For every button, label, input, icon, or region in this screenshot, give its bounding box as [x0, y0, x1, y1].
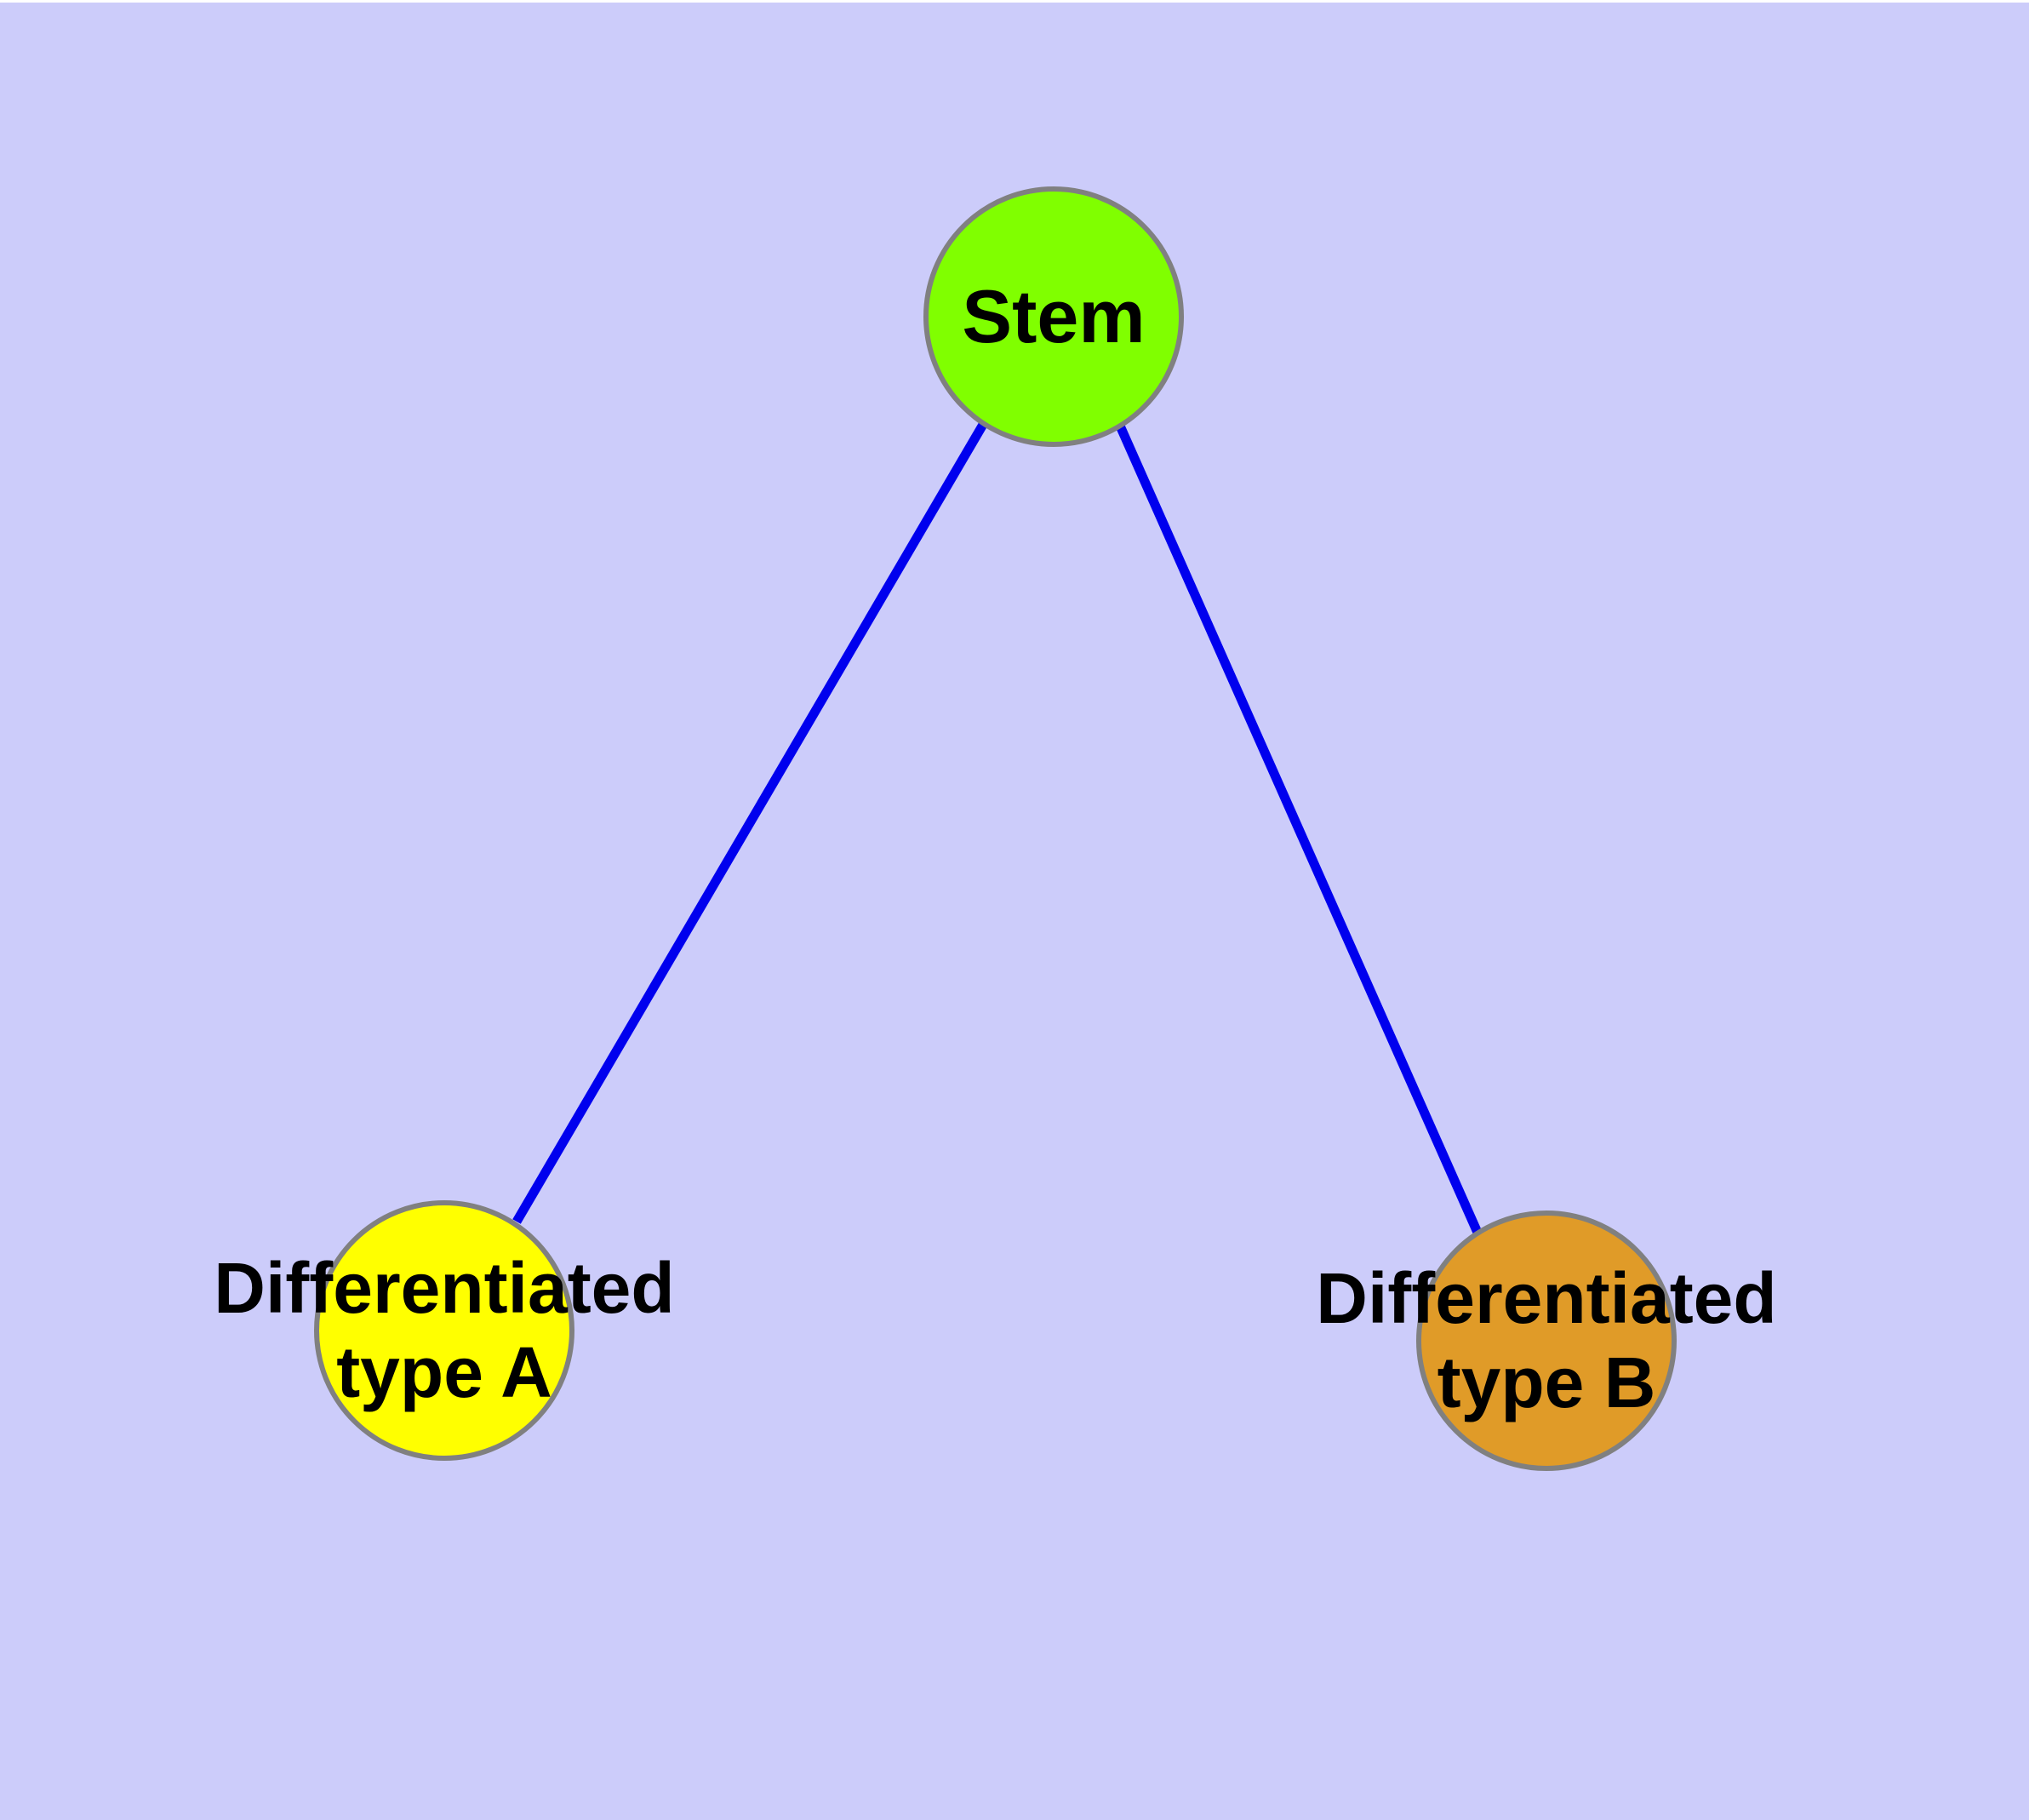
- node-label-line: Differentiated: [214, 1248, 674, 1328]
- node-label-line: Differentiated: [1316, 1258, 1776, 1338]
- node-circle-differentiated-type-a[interactable]: [314, 1200, 574, 1461]
- node-label-stem: Stem: [962, 274, 1145, 358]
- node-circle-stem[interactable]: [923, 186, 1184, 447]
- node-label-line: type B: [1437, 1342, 1656, 1422]
- node-layer: [314, 186, 1677, 1471]
- node-label-line: type A: [336, 1332, 552, 1412]
- edge-stem-to-differentiated-type-b[interactable]: [1114, 421, 1483, 1237]
- edge-layer: [512, 421, 1483, 1237]
- edge-stem-to-differentiated-type-a[interactable]: [512, 421, 988, 1224]
- node-circle-differentiated-type-b[interactable]: [1416, 1210, 1677, 1471]
- node-label-line: Stem: [962, 274, 1145, 358]
